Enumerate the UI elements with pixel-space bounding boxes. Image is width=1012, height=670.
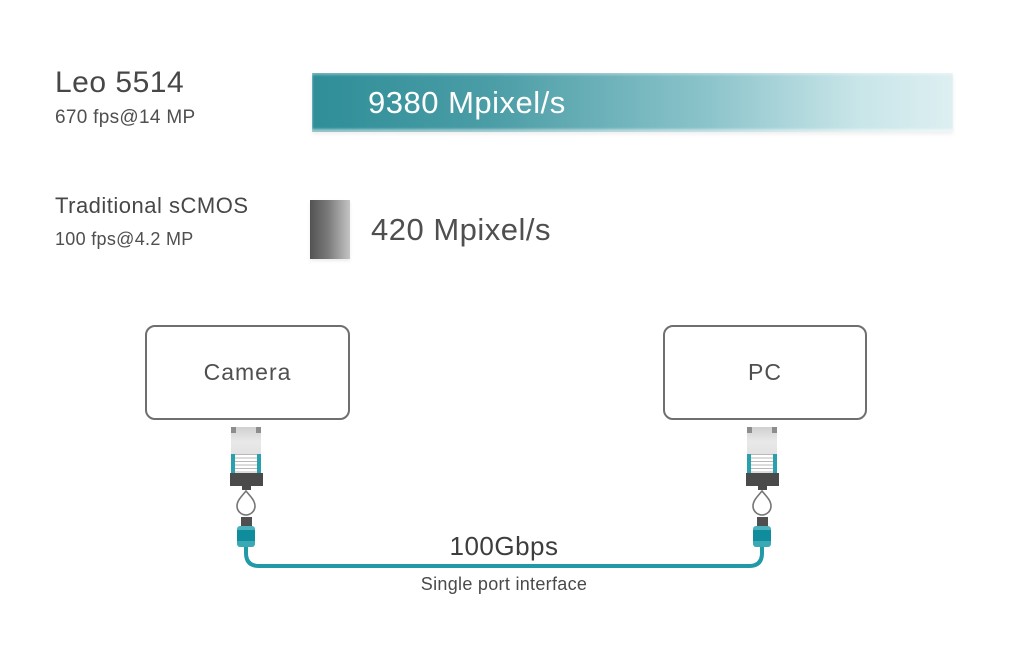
leo-5514-title: Leo 5514 (55, 66, 185, 99)
cable-line (244, 538, 764, 568)
qsfp-tab (241, 486, 251, 490)
camera-node: Camera (145, 325, 350, 420)
qsfp-module-base (745, 473, 779, 486)
pc-node: PC (663, 325, 867, 420)
qsfp-module-body (747, 427, 777, 454)
cable-plug-icon (753, 526, 771, 547)
leo-5514-spec: 670 fps@14 MP (55, 107, 196, 128)
leo-5514-throughput-bar: 9380 Mpixel/s (312, 73, 953, 132)
camera-node-label: Camera (203, 359, 292, 385)
leo-5514-throughput-value: 9380 Mpixel/s (368, 84, 566, 120)
pc-node-label: PC (748, 359, 782, 385)
cable-interface-label: Single port interface (420, 574, 588, 594)
cable-speed-label: 100Gbps (449, 531, 559, 561)
camera-transceiver-icon (228, 427, 264, 547)
qsfp-module-base (229, 473, 263, 486)
pull-tab-loop-icon (236, 490, 256, 516)
cable-plug-latch (756, 517, 768, 526)
pc-transceiver-icon (744, 427, 780, 547)
qsfp-module-body (231, 427, 261, 454)
cable-plug-icon (237, 526, 255, 547)
scmos-spec: 100 fps@4.2 MP (55, 229, 194, 249)
qsfp-tab (757, 486, 767, 490)
scmos-throughput-value: 420 Mpixel/s (371, 212, 552, 247)
qsfp-module-ribs (231, 454, 261, 473)
cable-plug-latch (240, 517, 252, 526)
scmos-title: Traditional sCMOS (55, 193, 249, 218)
qsfp-module-ribs (747, 454, 777, 473)
scmos-throughput-bar (310, 200, 350, 259)
pull-tab-loop-icon (752, 490, 772, 516)
